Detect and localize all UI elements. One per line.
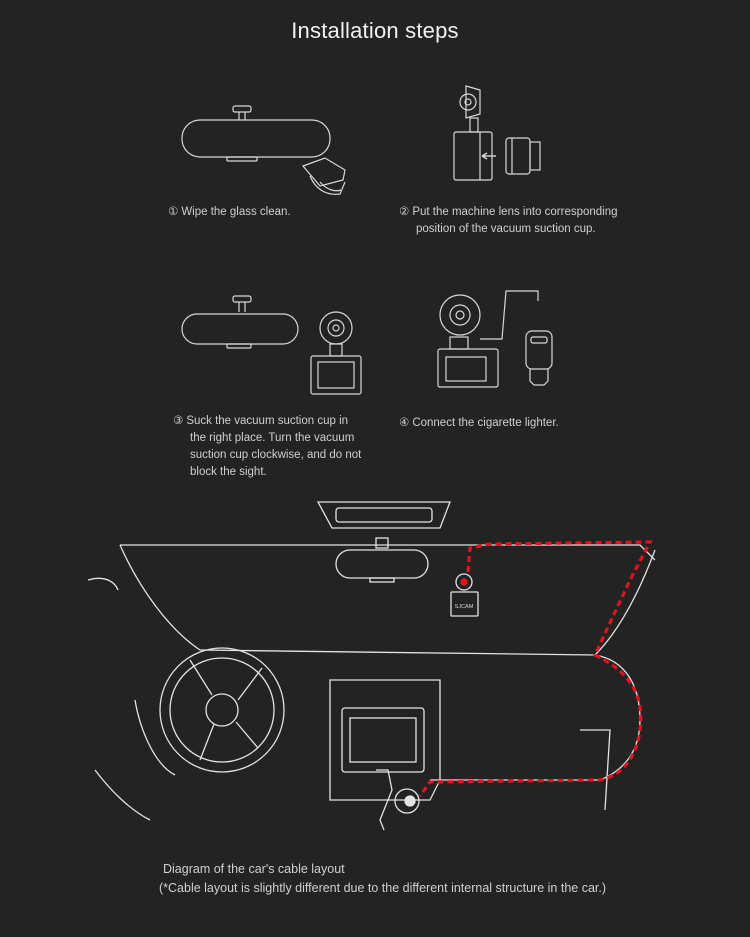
diagram-note: (*Cable layout is slightly different due… xyxy=(159,881,607,895)
step2-number: ② xyxy=(399,206,410,218)
step2-line1: Put the machine lens into corresponding xyxy=(412,206,618,218)
dashcam-icon xyxy=(455,573,473,591)
step3-number: ③ xyxy=(173,415,184,427)
step4-number: ④ xyxy=(399,417,410,429)
step2-line2: position of the vacuum suction cup. xyxy=(416,223,596,235)
suction-cup-icon xyxy=(439,294,481,336)
dashcam-brand-label: SJCAM xyxy=(455,604,474,610)
roof-mount-icon xyxy=(316,501,451,529)
cigarette-lighter-icon xyxy=(394,788,420,814)
camera-lens-icon xyxy=(505,137,531,175)
rearview-mirror-icon xyxy=(181,119,331,158)
steering-wheel-icon xyxy=(159,647,285,773)
step3-illustration xyxy=(175,290,375,400)
camera-body-icon xyxy=(310,355,362,395)
step3-line2: the right place. Turn the vacuum xyxy=(190,432,355,444)
windshield-outline xyxy=(120,544,656,561)
cloth-icon xyxy=(301,157,346,187)
step3-line1: Suck the vacuum suction cup in xyxy=(186,415,349,427)
center-console-outline xyxy=(329,679,441,801)
step4-line1: Connect the cigarette lighter. xyxy=(412,417,559,429)
a-pillar-right xyxy=(594,549,656,656)
a-pillar-left xyxy=(87,577,119,591)
suction-cup-icon xyxy=(319,311,353,345)
camera-body-icon xyxy=(437,348,499,388)
rearview-mirror-icon xyxy=(335,549,429,579)
gear-lever-icon xyxy=(376,769,393,831)
hand-icon xyxy=(309,175,346,195)
step1-line1: Wipe the glass clean. xyxy=(181,206,291,218)
step3-line3: suction cup clockwise, and do not xyxy=(190,449,362,461)
mirror-mount-icon xyxy=(232,105,252,113)
step1-number: ① xyxy=(168,206,179,218)
infotainment-screen-icon xyxy=(341,707,425,773)
car-charger-icon xyxy=(525,330,553,370)
diagram-caption: Diagram of the car's cable layout xyxy=(163,862,345,876)
car-interior-diagram: SJCAM xyxy=(0,490,750,840)
rearview-mirror-icon xyxy=(181,313,299,345)
step1-illustration xyxy=(175,100,365,200)
step2-illustration xyxy=(440,82,560,192)
cable-route-line xyxy=(418,540,653,797)
step3-line4: block the sight. xyxy=(190,466,267,478)
dashboard-outline xyxy=(199,649,641,781)
page-title: Installation steps xyxy=(291,18,459,43)
cable-icon xyxy=(480,290,539,340)
suction-cup-icon xyxy=(465,85,481,119)
arrow-icon xyxy=(481,152,488,160)
step4-illustration xyxy=(430,285,570,395)
